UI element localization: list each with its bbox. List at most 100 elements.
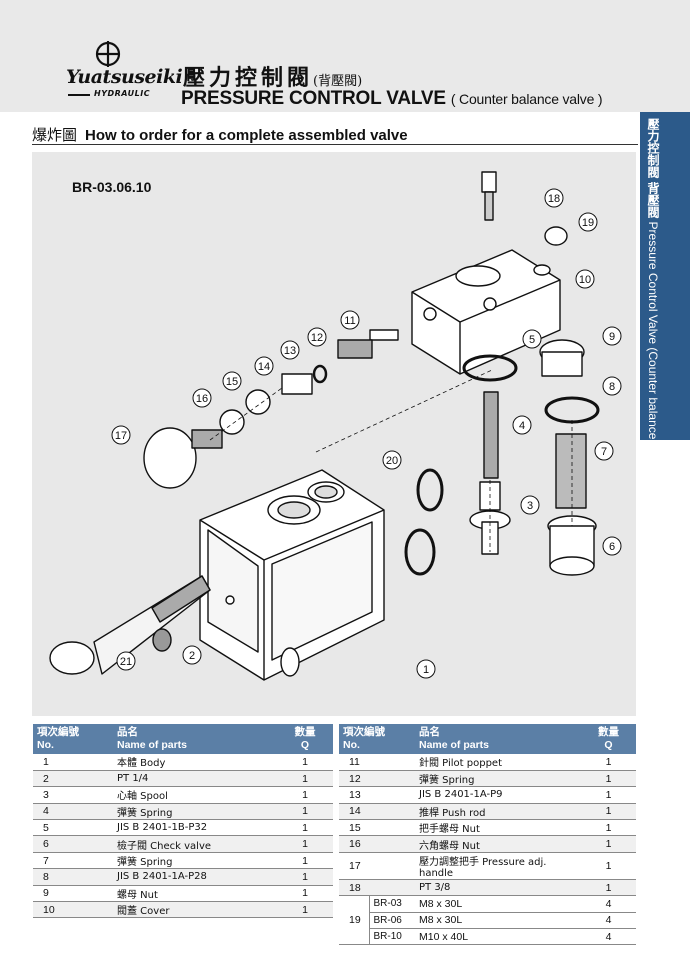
part-name: 閥蓋 Cover [113,901,277,919]
part-name: 彈簧 Spring [113,803,277,821]
part-qty: 1 [277,786,333,804]
callout-label: 3 [527,500,533,512]
callout-19: 19 [578,212,598,232]
part-name: 把手螺母 Nut [415,819,581,837]
crosshair-logo-icon [95,41,121,67]
section-divider [32,144,638,145]
part-no: 3 [33,786,113,804]
part-qty: 1 [277,770,333,788]
part-qty: 1 [581,786,636,804]
part-name: 彈簧 Spring [415,770,581,788]
title-en-sub: ( Counter balance valve ) [450,91,603,107]
spring-part-2 [555,433,587,509]
part-qty: 1 [277,835,333,853]
callout-11: 11 [340,310,360,330]
part-no: 12 [339,770,415,788]
model-code: BR-03.06.10 [72,179,152,195]
part-name: PT 3/8 [415,879,581,897]
callout-2: 2 [182,645,202,665]
part-no: 10 [33,901,113,919]
variant-code: BR-10 [368,928,415,946]
callout-label: 5 [529,334,535,346]
part-qty: 1 [277,754,333,771]
callout-label: 1 [423,664,429,676]
side-tab [640,112,690,440]
part-qty: 1 [581,754,636,771]
handle-part [143,427,197,489]
callout-label: 9 [609,331,615,343]
o-ring-part [462,354,518,382]
callout-17: 17 [111,425,131,445]
callout-12: 12 [307,327,327,347]
part-no: 13 [339,786,415,804]
brand-logo: Yuatsuseiki HYDRAULIC [66,36,183,106]
part-name: 針閥 Pilot poppet [415,754,581,771]
part-name: 檢子閥 Check valve [113,835,277,853]
part-qty: 1 [581,879,636,897]
hex-nut-part [219,409,245,435]
part-no: 6 [33,835,113,853]
part-qty: 1 [581,852,636,880]
part-name: 螺母 Nut [113,885,277,903]
callout-label: 12 [311,332,323,344]
callout-label: 15 [226,376,238,388]
part-qty: 1 [277,852,333,870]
part-no: 2 [33,770,113,788]
part-no: 18 [339,879,415,897]
part-no: 11 [339,754,415,771]
callout-label: 19 [582,217,594,229]
part-no: 4 [33,803,113,821]
part-no: 15 [339,819,415,837]
callout-14: 14 [254,356,274,376]
part-qty: 1 [277,819,333,837]
plug-part [544,226,568,246]
cover-part [411,249,561,375]
part-qty: 4 [581,912,636,930]
poppet-part [369,329,399,341]
pilot-spring-part [337,339,373,359]
callout-label: 17 [115,430,127,442]
bolt-part [481,171,497,221]
part-no: 5 [33,819,113,837]
part-no: 1 [33,754,113,771]
part-qty: 1 [277,901,333,919]
part-qty: 1 [581,803,636,821]
part-no: 9 [33,885,113,903]
part-qty: 1 [581,819,636,837]
body-part [199,469,385,681]
part-qty: 4 [581,928,636,946]
callout-label: 8 [609,381,615,393]
callout-label: 4 [519,420,525,432]
header-band [0,0,690,112]
callout-label: 20 [386,455,398,467]
variant-code: BR-06 [368,912,415,930]
callout-label: 7 [601,446,607,458]
part-name: 壓力調整把手 Pressure adj. handle [415,852,581,880]
push-rod-part [281,373,313,395]
callout-4: 4 [512,415,532,435]
part-qty: 1 [277,885,333,903]
callout-label: 13 [284,345,296,357]
